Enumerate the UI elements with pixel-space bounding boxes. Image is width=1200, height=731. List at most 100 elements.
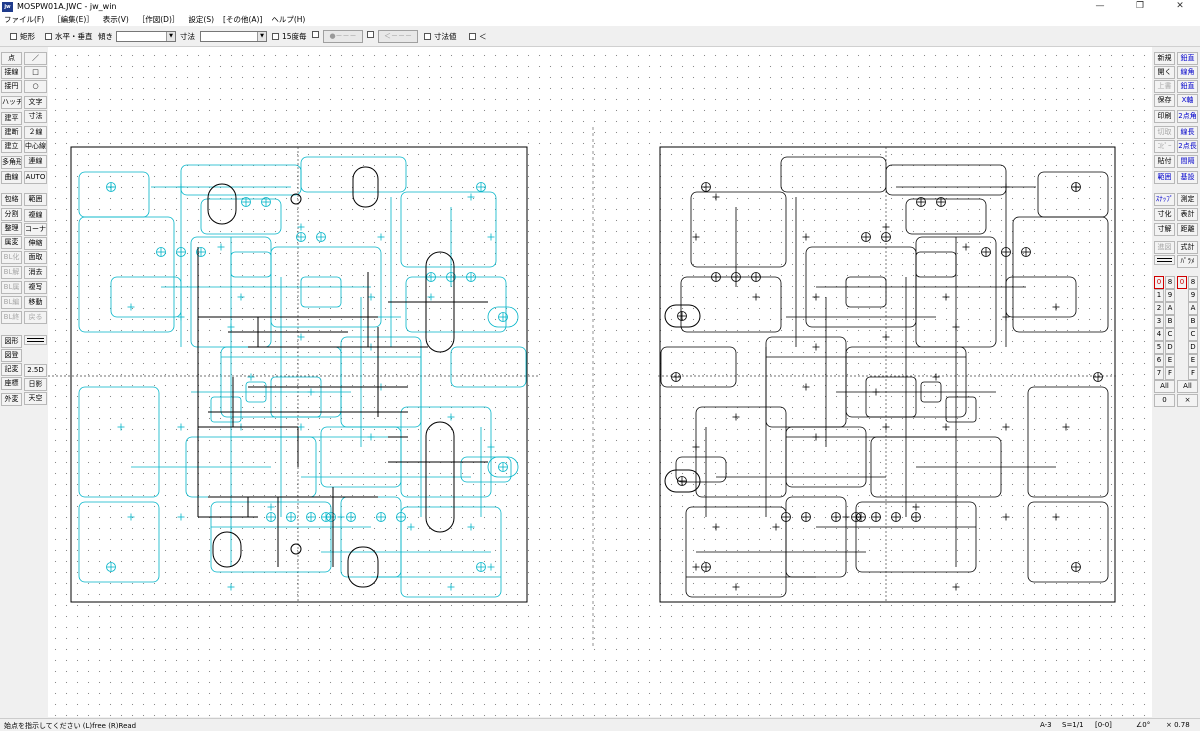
right-tool2-15[interactable]: 9 xyxy=(1188,289,1198,302)
right-tool2-6[interactable]: 2点長 xyxy=(1177,140,1198,153)
tool2-6[interactable]: 中心線 xyxy=(24,140,47,153)
lt-checkbox[interactable]: ＜ xyxy=(469,31,487,42)
tool2-15[interactable]: 複写 xyxy=(24,281,47,294)
tool-11[interactable]: 整理 xyxy=(1,222,22,235)
right-tool2-18[interactable]: C xyxy=(1188,328,1198,341)
right-tool-20[interactable]: 6 xyxy=(1154,354,1164,367)
right-tool2-4[interactable]: 2点角 xyxy=(1177,110,1198,123)
right-tool2-19[interactable]: D xyxy=(1188,341,1198,354)
right-tool-21[interactable]: 7 xyxy=(1154,367,1164,380)
angle-display[interactable]: ∠0° xyxy=(1136,721,1151,729)
right-tool-23[interactable]: 0 xyxy=(1154,394,1175,407)
tool2-11[interactable]: コーナー xyxy=(24,223,47,236)
tool-5[interactable]: 建断 xyxy=(1,126,22,139)
right-tool2-12[interactable]: 式計 xyxy=(1177,241,1198,254)
tool2-8[interactable]: AUTO xyxy=(24,171,47,184)
right-tool-9[interactable]: ｽﾅｯﾌﾟ xyxy=(1154,193,1175,206)
right-tool-2[interactable]: 上書 xyxy=(1154,80,1175,93)
tool-6[interactable]: 建立 xyxy=(1,140,22,153)
tool-13[interactable]: BL化 xyxy=(1,251,22,264)
tool-12[interactable]: 属変 xyxy=(1,236,22,249)
right-tool2-7[interactable]: 間隔 xyxy=(1177,155,1198,168)
right-tool2-22[interactable]: All xyxy=(1177,380,1198,393)
menu-draw[interactable]: ［作図(D)］ xyxy=(137,15,180,24)
tool-2[interactable]: 接円 xyxy=(1,80,22,93)
right-tool-4[interactable]: 印刷 xyxy=(1154,110,1175,123)
menu-view[interactable]: 表示(V) xyxy=(102,15,129,24)
maximize-button[interactable]: ❐ xyxy=(1135,1,1145,11)
right-tool-10[interactable]: 寸化 xyxy=(1154,208,1175,221)
paper-size[interactable]: A-3 xyxy=(1040,721,1052,729)
tool2-19[interactable]: 2.5D xyxy=(24,364,47,377)
dim-value-checkbox[interactable]: 寸法値 xyxy=(424,31,457,42)
tool2-12[interactable]: 伸縮 xyxy=(24,237,47,250)
layer-group-1[interactable]: 9 xyxy=(1165,289,1175,302)
tool-16[interactable]: BL編 xyxy=(1,296,22,309)
menu-help[interactable]: ヘルプ(H) xyxy=(271,15,306,24)
layer-group-7[interactable]: F xyxy=(1165,367,1175,380)
drawing-canvas[interactable] xyxy=(48,47,1152,717)
tool2-10[interactable]: 複線 xyxy=(24,209,47,222)
right-tool-19[interactable]: 5 xyxy=(1154,341,1164,354)
right-tool2-5[interactable]: 線長 xyxy=(1177,126,1198,139)
right-tool-11[interactable]: 寸解 xyxy=(1154,223,1175,236)
tool2-1[interactable]: □ xyxy=(24,66,47,79)
line-type-button-right[interactable] xyxy=(1154,255,1175,265)
right-tool-5[interactable]: 切取 xyxy=(1154,126,1175,139)
right-tool-22[interactable]: All xyxy=(1154,380,1175,393)
layer-group-3[interactable]: B xyxy=(1165,315,1175,328)
close-button[interactable]: ✕ xyxy=(1176,1,1184,11)
tool-10[interactable]: 分割 xyxy=(1,208,22,221)
tool-3[interactable]: ハッチ xyxy=(1,96,22,109)
right-tool2-2[interactable]: 鉛直 xyxy=(1177,80,1198,93)
tool2-20[interactable]: 日影 xyxy=(24,378,47,391)
tool2-17[interactable]: 戻る xyxy=(24,311,47,324)
tool-1[interactable]: 接線 xyxy=(1,66,22,79)
right-tool-15[interactable]: 1 xyxy=(1154,289,1164,302)
right-tool-6[interactable]: ｺﾋﾟｰ xyxy=(1154,140,1175,153)
tool-15[interactable]: BL属 xyxy=(1,281,22,294)
arrow-checkbox[interactable] xyxy=(367,31,377,38)
right-tool2-3[interactable]: X軸 xyxy=(1177,94,1198,107)
right-tool2-16[interactable]: A xyxy=(1188,302,1198,315)
tool2-3[interactable]: 文字 xyxy=(24,96,47,109)
tool-20[interactable]: 記変 xyxy=(1,363,22,376)
tool-22[interactable]: 外変 xyxy=(1,393,22,406)
menu-edit[interactable]: ［編集(E)］ xyxy=(53,15,94,24)
rect-checkbox[interactable]: 矩形 xyxy=(10,31,35,42)
dimension-combo[interactable]: ▼ xyxy=(200,31,267,42)
right-tool2-17[interactable]: B xyxy=(1188,315,1198,328)
tool-19[interactable]: 図登 xyxy=(1,349,22,362)
tool-0[interactable]: 点 xyxy=(1,52,22,65)
layer-display[interactable]: [0-0] xyxy=(1095,721,1112,729)
horizvert-checkbox[interactable]: 水平・垂直 xyxy=(45,31,93,42)
menu-other[interactable]: [その他(A)] xyxy=(223,15,263,24)
right-tool-18[interactable]: 4 xyxy=(1154,328,1164,341)
right-tool-16[interactable]: 2 xyxy=(1154,302,1164,315)
tool2-7[interactable]: 連線 xyxy=(24,155,47,168)
right-tool-3[interactable]: 保存 xyxy=(1154,94,1175,107)
layer-group-5[interactable]: D xyxy=(1165,341,1175,354)
right-tool-7[interactable]: 貼付 xyxy=(1154,155,1175,168)
line-type-button[interactable] xyxy=(24,335,47,345)
arrow-line-button[interactable]: ＜－－－ xyxy=(378,30,418,43)
tool2-5[interactable]: ２線 xyxy=(24,126,47,139)
menu-file[interactable]: ファイル(F) xyxy=(4,15,45,24)
tool-14[interactable]: BL解 xyxy=(1,266,22,279)
right-tool2-20[interactable]: E xyxy=(1188,354,1198,367)
scale-display[interactable]: S=1/1 xyxy=(1062,721,1084,729)
tool2-21[interactable]: 天空 xyxy=(24,392,47,405)
right-tool2-14[interactable]: 8 xyxy=(1188,276,1198,289)
right-tool2-13[interactable]: ﾊﾟﾗﾒ xyxy=(1177,255,1198,268)
right-tool-1[interactable]: 開く xyxy=(1154,66,1175,79)
close-icon[interactable]: × xyxy=(1177,394,1198,407)
tool2-0[interactable]: ／ xyxy=(24,52,47,65)
tool2-16[interactable]: 移動 xyxy=(24,296,47,309)
deg15-checkbox[interactable]: 15度毎 xyxy=(272,31,307,42)
tool-9[interactable]: 包絡 xyxy=(1,193,22,206)
layer-group-6[interactable]: E xyxy=(1165,354,1175,367)
minimize-button[interactable]: — xyxy=(1095,1,1105,11)
right-tool-17[interactable]: 3 xyxy=(1154,315,1164,328)
right-tool2-21[interactable]: F xyxy=(1188,367,1198,380)
layer-group-0[interactable]: 8 xyxy=(1165,276,1175,289)
